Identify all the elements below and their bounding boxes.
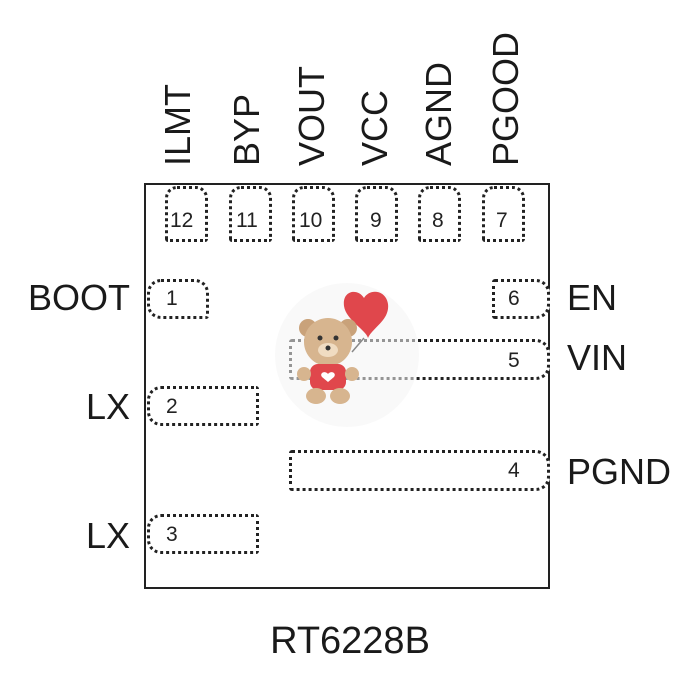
pad-number-4: 4: [508, 459, 520, 482]
pin-label-1: BOOT: [27, 277, 130, 318]
pad-10: [292, 186, 335, 242]
pad-number-8: 8: [432, 209, 444, 232]
pad-number-6: 6: [508, 287, 520, 310]
pin-label-5: VIN: [567, 337, 628, 378]
pad-number-5: 5: [508, 349, 520, 372]
pin-label-4: PGND: [567, 451, 672, 492]
pad-2: [147, 386, 259, 426]
pad-number-10: 10: [299, 209, 323, 232]
pin-label-9: VCC: [354, 89, 395, 166]
pin-label-10: VOUT: [291, 65, 332, 166]
pad-12: [165, 186, 208, 242]
pad-6: [492, 279, 550, 319]
pad-number-3: 3: [166, 523, 178, 546]
pad-3: [147, 514, 259, 554]
pad-9: [355, 186, 398, 242]
pad-11: [229, 186, 272, 242]
teddy-bear-heart-icon: [275, 283, 419, 427]
pad-number-1: 1: [166, 287, 178, 310]
pin-label-8: AGND: [418, 61, 459, 166]
pin-label-12: ILMT: [157, 83, 198, 166]
pin-label-6: EN: [567, 277, 618, 318]
pad-number-7: 7: [496, 209, 508, 232]
pad-number-9: 9: [370, 209, 382, 232]
pad-1: [147, 279, 209, 319]
pin-label-3: LX: [85, 515, 130, 556]
part-number-label: RT6228B: [270, 620, 430, 662]
pad-number-12: 12: [170, 209, 194, 232]
pin-label-11: BYP: [226, 93, 267, 166]
pin-label-7: PGOOD: [485, 31, 526, 166]
pad-7: [482, 186, 525, 242]
pad-8: [418, 186, 461, 242]
pad-number-2: 2: [166, 395, 178, 418]
pad-number-11: 11: [236, 209, 258, 232]
pad-4: [289, 450, 550, 491]
pin-label-2: LX: [85, 386, 130, 427]
